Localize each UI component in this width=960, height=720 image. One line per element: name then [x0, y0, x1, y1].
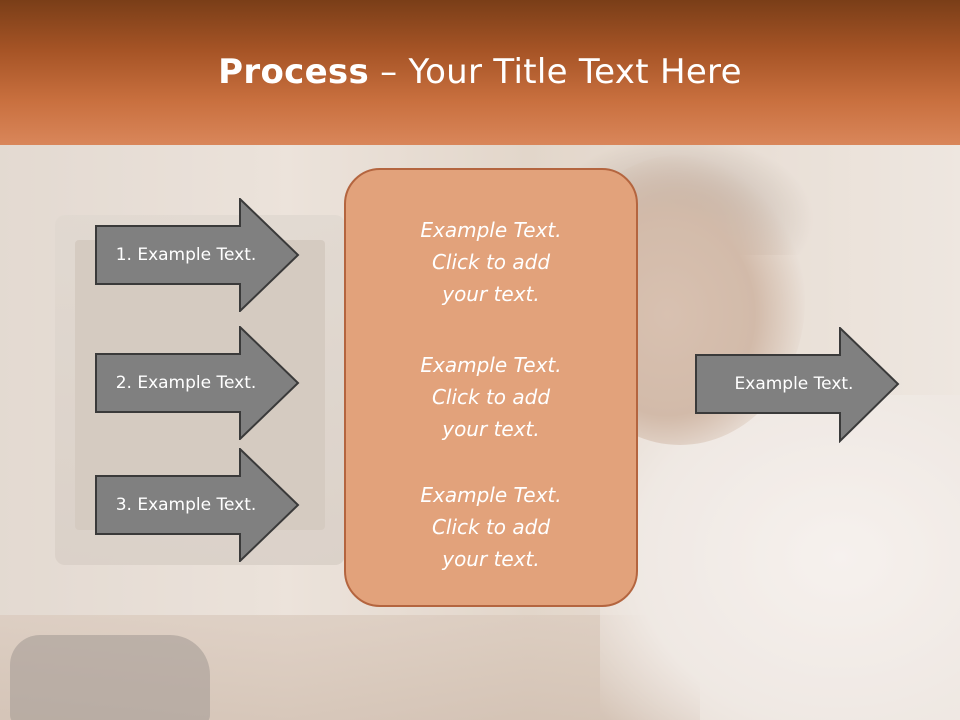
input-arrow-3[interactable]: 3. Example Text. [95, 448, 300, 562]
center-text-line: Example Text. [420, 353, 562, 377]
input-arrow-2-label: 2. Example Text. [115, 373, 257, 393]
center-text-block-3[interactable]: Example Text. Click to add your text. [346, 479, 636, 575]
center-text-line: your text. [442, 547, 540, 571]
output-arrow-label: Example Text. [734, 374, 854, 394]
center-text-line: Example Text. [420, 218, 562, 242]
center-text-line: Click to add [431, 385, 551, 409]
arrow-shape [95, 326, 300, 440]
person-shirt-shape [600, 395, 960, 720]
arrow-shape [95, 448, 300, 562]
title-rest: – Your Title Text Here [369, 52, 742, 92]
title-band: Process – Your Title Text Here [0, 0, 960, 145]
arrow-shape [95, 198, 300, 312]
arrow-shape [695, 327, 900, 443]
center-text-block-1[interactable]: Example Text. Click to add your text. [346, 214, 636, 310]
center-text-line: Example Text. [420, 483, 562, 507]
input-arrow-2[interactable]: 2. Example Text. [95, 326, 300, 440]
output-arrow[interactable]: Example Text. [695, 327, 900, 443]
center-text-line: your text. [442, 282, 540, 306]
input-arrow-3-label: 3. Example Text. [115, 495, 257, 515]
title-bold: Process [218, 52, 370, 92]
center-text-line: your text. [442, 417, 540, 441]
input-arrow-1[interactable]: 1. Example Text. [95, 198, 300, 312]
center-text-line: Click to add [431, 515, 551, 539]
center-process-box[interactable]: Example Text. Click to add your text. Ex… [344, 168, 638, 607]
slide-title[interactable]: Process – Your Title Text Here [0, 52, 960, 92]
center-text-block-2[interactable]: Example Text. Click to add your text. [346, 349, 636, 445]
input-arrow-1-label: 1. Example Text. [115, 245, 257, 265]
center-text-line: Click to add [431, 250, 551, 274]
camera-shape [10, 635, 210, 720]
